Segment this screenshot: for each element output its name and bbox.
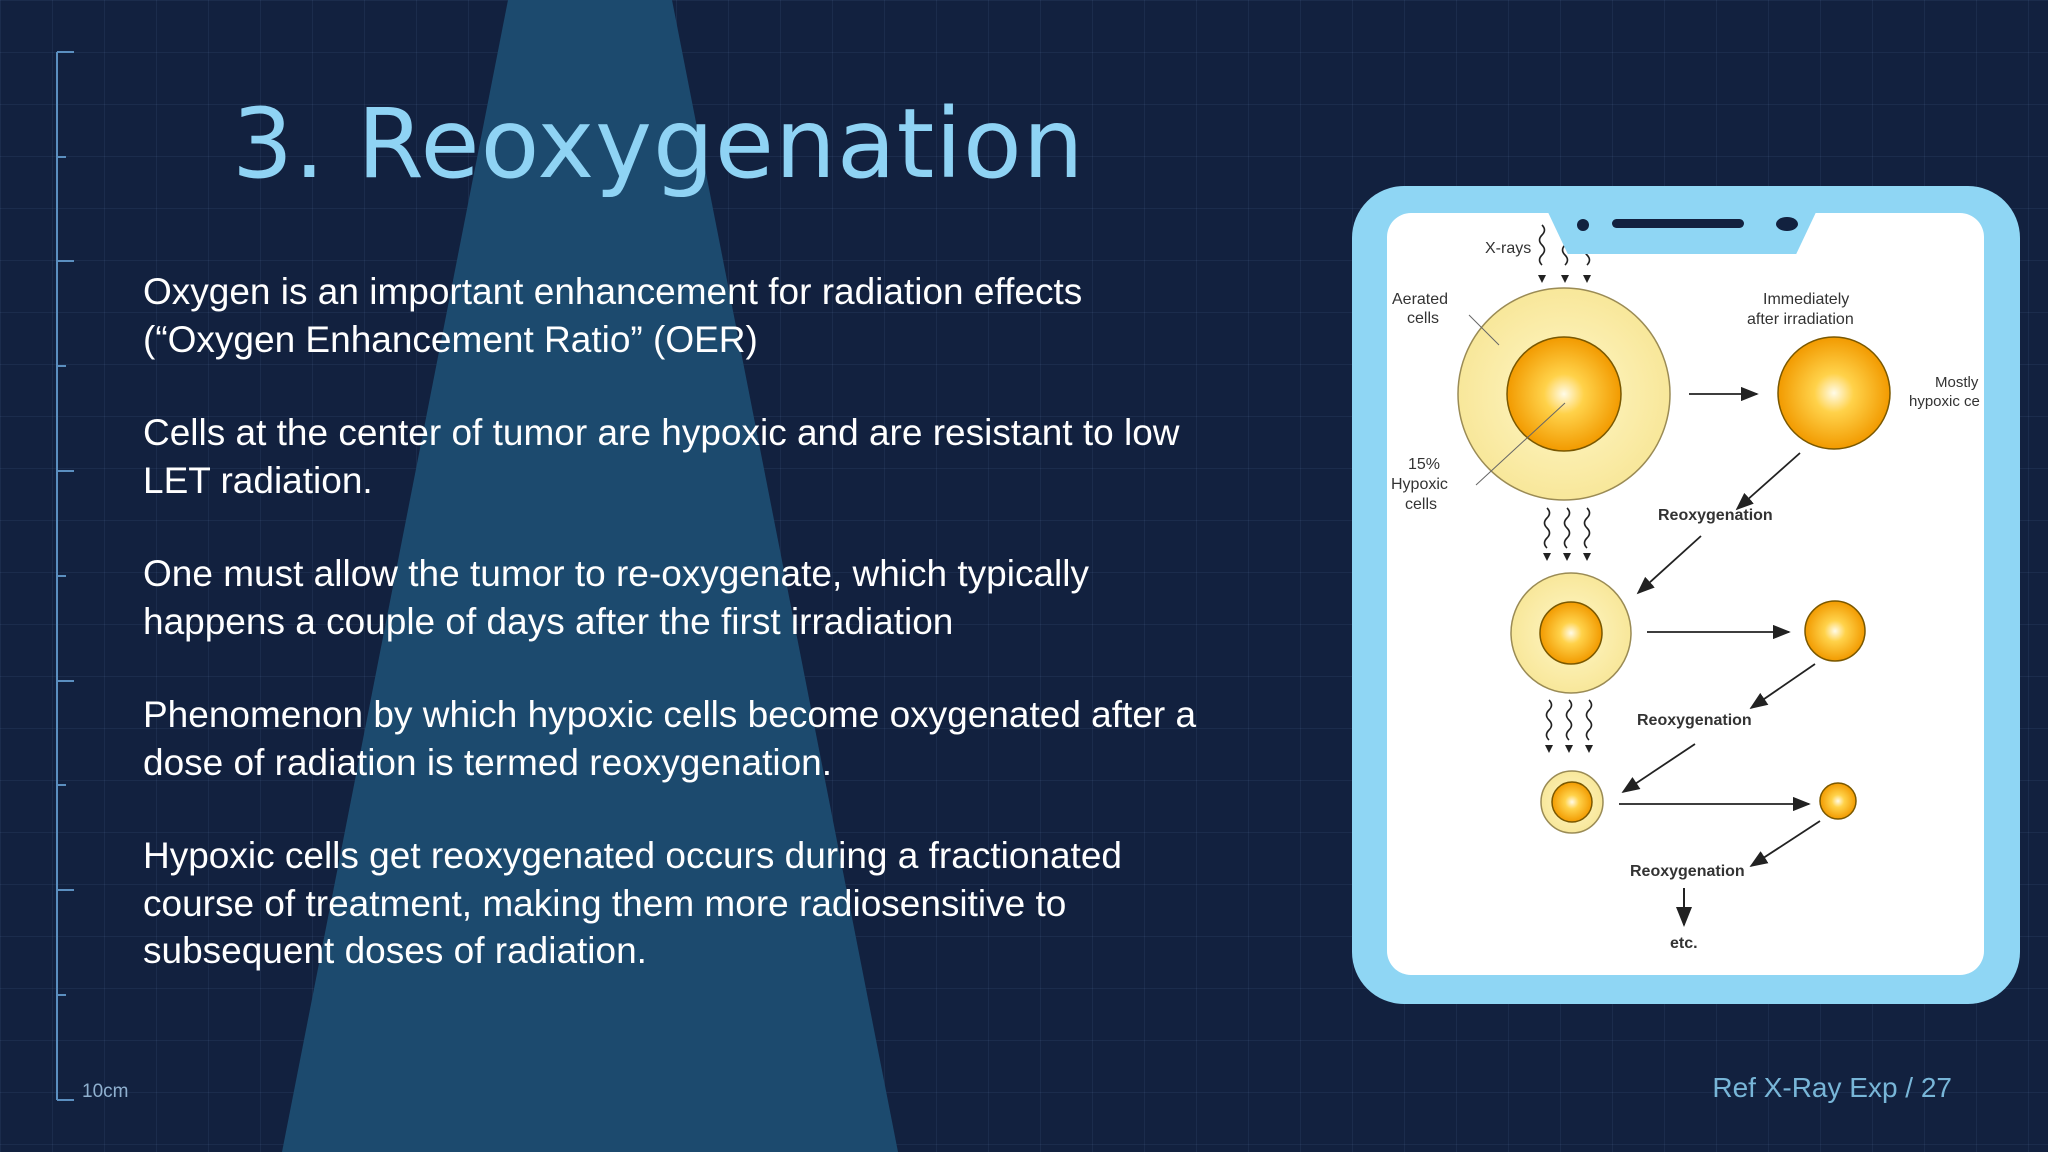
tumor-core-right-1	[1777, 336, 1891, 450]
speaker-grill-icon	[1612, 219, 1744, 228]
xray-wave-low	[1545, 699, 1593, 741]
ruler	[56, 51, 74, 1101]
bullet-reoxygenate-time: One must allow the tumor to re-oxygenate…	[143, 553, 1089, 642]
ruler-label: 10cm	[82, 1081, 129, 1102]
slide-title: 3. Reoxygenation	[232, 88, 1085, 200]
tumor-core-small	[1551, 781, 1593, 823]
xrays-label: X-rays	[1485, 240, 1531, 257]
bullet-fractionated: Hypoxic cells get reoxygenated occurs du…	[143, 835, 1122, 971]
reoxygenation-label-1: Reoxygenation	[1658, 507, 1773, 524]
immediately-label-1: Immediately	[1763, 291, 1849, 308]
etc-label: etc.	[1670, 935, 1698, 952]
phone-screen: X-rays Aerated cells 15% Hypoxic cells I…	[1387, 213, 1984, 975]
immediately-label-2: after irradiation	[1747, 311, 1854, 328]
tumor-core-right-2	[1804, 600, 1866, 662]
hypoxic-label-1: 15%	[1408, 456, 1440, 473]
phone-frame: X-rays Aerated cells 15% Hypoxic cells I…	[1352, 186, 2020, 1004]
bullet-definition: Phenomenon by which hypoxic cells become…	[143, 694, 1197, 783]
phone-notch	[1546, 208, 1818, 254]
beam-shape	[282, 0, 898, 1152]
aerated-label-2: cells	[1407, 310, 1439, 327]
tumor-core-medium	[1539, 601, 1603, 665]
tumor-core-right-3	[1819, 782, 1857, 820]
reoxygenation-diagram: X-rays Aerated cells 15% Hypoxic cells I…	[1391, 224, 1980, 952]
hypoxic-label-3: cells	[1405, 496, 1437, 513]
bullet-list: Oxygen is an important enhancement for r…	[143, 268, 1213, 1021]
sensor-dot-icon	[1776, 217, 1798, 231]
hypoxic-label-2: Hypoxic	[1391, 476, 1448, 493]
slide-footer: Ref X-Ray Exp / 27	[1712, 1072, 1952, 1103]
tumor-core-large	[1506, 336, 1622, 452]
xray-wave-mid	[1543, 507, 1591, 549]
reoxygenation-label-2: Reoxygenation	[1637, 712, 1752, 729]
bullet-hypoxic-center: Cells at the center of tumor are hypoxic…	[143, 412, 1180, 501]
mostly-label-2: hypoxic ce	[1909, 393, 1980, 410]
mostly-label-1: Mostly	[1935, 374, 1979, 391]
bullet-oer: Oxygen is an important enhancement for r…	[143, 271, 1083, 360]
reoxygenation-label-3: Reoxygenation	[1630, 863, 1745, 880]
aerated-label-1: Aerated	[1392, 291, 1448, 308]
camera-dot-icon	[1577, 219, 1589, 231]
